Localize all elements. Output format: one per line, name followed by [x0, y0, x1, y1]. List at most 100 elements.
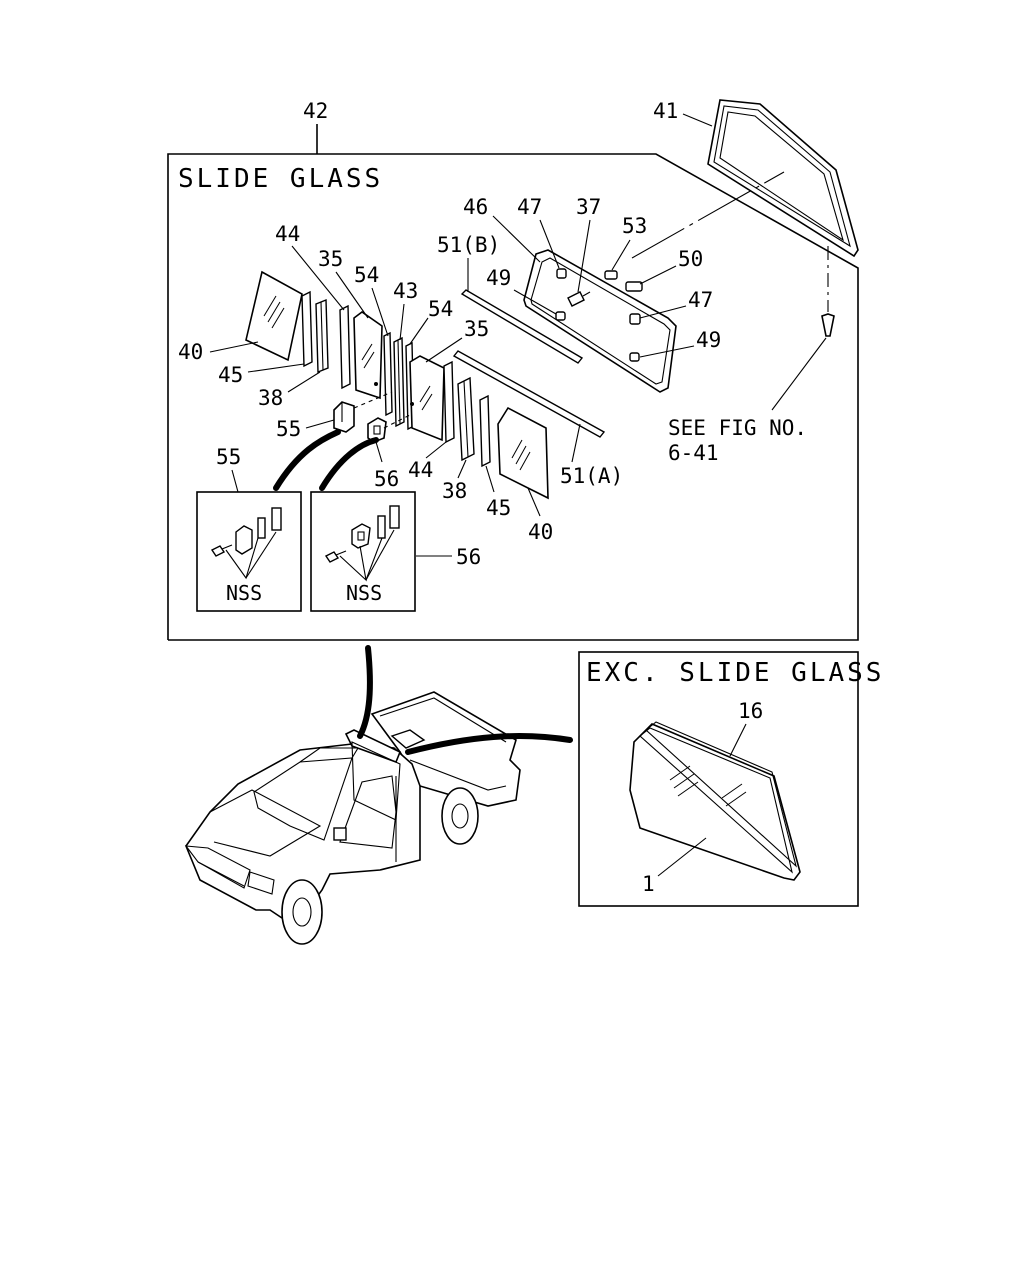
kit55-plate-b — [271, 507, 282, 531]
leader-35b — [425, 337, 463, 363]
callout-50: 50 — [678, 247, 703, 271]
kit56-leader-b — [365, 537, 383, 581]
glass-40-left — [245, 270, 303, 362]
callout-40b: 40 — [528, 520, 553, 544]
rail-51a — [452, 350, 606, 438]
callout-40a: 40 — [178, 340, 203, 364]
leader-47a — [539, 219, 560, 269]
channel-38-right — [457, 376, 475, 462]
leader-51a — [571, 423, 581, 463]
callout-51a: 51(A) — [560, 464, 623, 488]
callout-47a: 47 — [517, 195, 542, 219]
leader-1 — [657, 837, 707, 877]
callout-41: 41 — [653, 99, 678, 123]
see-fig-line2: 6-41 — [668, 441, 719, 465]
sash-35-left — [353, 311, 383, 400]
felt-45-right — [479, 394, 491, 468]
leader-40b — [527, 487, 541, 517]
screw-37 — [567, 291, 591, 307]
strip-54a — [383, 331, 393, 417]
pointer-band-slide — [357, 645, 373, 739]
callout-55: 55 — [276, 417, 301, 441]
leader-41 — [682, 113, 713, 127]
kit55-nss: NSS — [226, 581, 262, 605]
axis-latch-55 — [353, 391, 393, 409]
leader-43 — [399, 303, 405, 341]
rear-window-glass-41 — [707, 99, 859, 258]
kit55-bolt — [210, 544, 233, 557]
callout-38b: 38 — [442, 479, 467, 503]
leader-16 — [729, 723, 747, 757]
leader-kit55 — [231, 469, 239, 493]
kit56-leader-c — [365, 529, 395, 581]
weatherstrip-44-left — [339, 304, 351, 390]
leader-46 — [492, 215, 541, 263]
kit56-plate-a — [377, 515, 386, 539]
leader-47b — [639, 305, 687, 319]
rear-glass-1 — [629, 721, 801, 881]
glass-40-right — [497, 406, 549, 500]
leader-54b — [409, 317, 429, 345]
clip-fastener — [821, 313, 835, 337]
callout-51b: 51(B) — [437, 233, 500, 257]
kit56-latch — [351, 523, 371, 549]
leader-35a — [335, 271, 369, 319]
clip-53 — [604, 270, 618, 280]
leader-49b — [639, 345, 695, 358]
latch-56 — [367, 417, 387, 443]
leader-44a — [291, 245, 345, 311]
callout-35b: 35 — [464, 317, 489, 341]
callout-46: 46 — [463, 195, 488, 219]
kit56-leader-a — [339, 545, 367, 582]
pickup-truck-illustration — [184, 691, 521, 945]
kit55-leader-b — [245, 531, 277, 579]
pointer-band-exc — [405, 733, 573, 755]
latch-55 — [333, 401, 355, 433]
kit55-latch — [235, 525, 253, 555]
leader-see-fig — [771, 337, 827, 411]
sash-35-right — [409, 355, 445, 442]
kit55-number: 55 — [216, 445, 241, 469]
pointer-band-56 — [319, 437, 379, 491]
leader-40a — [209, 341, 259, 353]
leader-44b — [425, 441, 447, 459]
callout-16: 16 — [738, 699, 763, 723]
callout-35a: 35 — [318, 247, 343, 271]
leader-50 — [639, 265, 677, 285]
felt-45-left — [301, 290, 313, 368]
callout-54a: 54 — [354, 263, 379, 287]
weatherstrip-44-right — [443, 360, 455, 444]
rear-wheel — [441, 787, 479, 845]
callout-44b: 44 — [408, 458, 433, 482]
callout-56: 56 — [374, 467, 399, 491]
leader-54a — [371, 287, 389, 337]
callout-54b: 54 — [428, 297, 453, 321]
callout-42: 42 — [303, 99, 328, 123]
rail-51b — [460, 289, 584, 364]
leader-45a — [247, 363, 305, 373]
callout-49a: 49 — [486, 266, 511, 290]
channel-38-left — [315, 298, 329, 374]
kit55-box — [196, 491, 302, 612]
kit55-plate-a — [257, 517, 266, 539]
axis-line-41 — [631, 171, 785, 259]
stopper-47b — [629, 313, 641, 325]
leader-38b — [457, 459, 467, 479]
leader-45b — [485, 465, 495, 493]
slide-glass-title: SLIDE GLASS — [178, 164, 383, 194]
exc-slide-glass-box — [578, 651, 859, 907]
callout-1: 1 — [642, 872, 655, 896]
callout-45b: 45 — [486, 496, 511, 520]
callout-47b: 47 — [688, 288, 713, 312]
rivet-a — [374, 382, 378, 386]
kit56-bolt — [324, 550, 347, 563]
callout-53: 53 — [622, 214, 647, 238]
rivet-b — [410, 402, 414, 406]
axis-latch-56 — [383, 413, 413, 429]
see-fig-line1: SEE FIG NO. — [668, 416, 807, 440]
kit56-box — [310, 491, 416, 612]
clip-49b — [629, 352, 640, 362]
leader-55 — [305, 419, 335, 429]
exc-slide-glass-title: EXC. SLIDE GLASS — [586, 658, 884, 688]
leader-37 — [577, 219, 591, 293]
